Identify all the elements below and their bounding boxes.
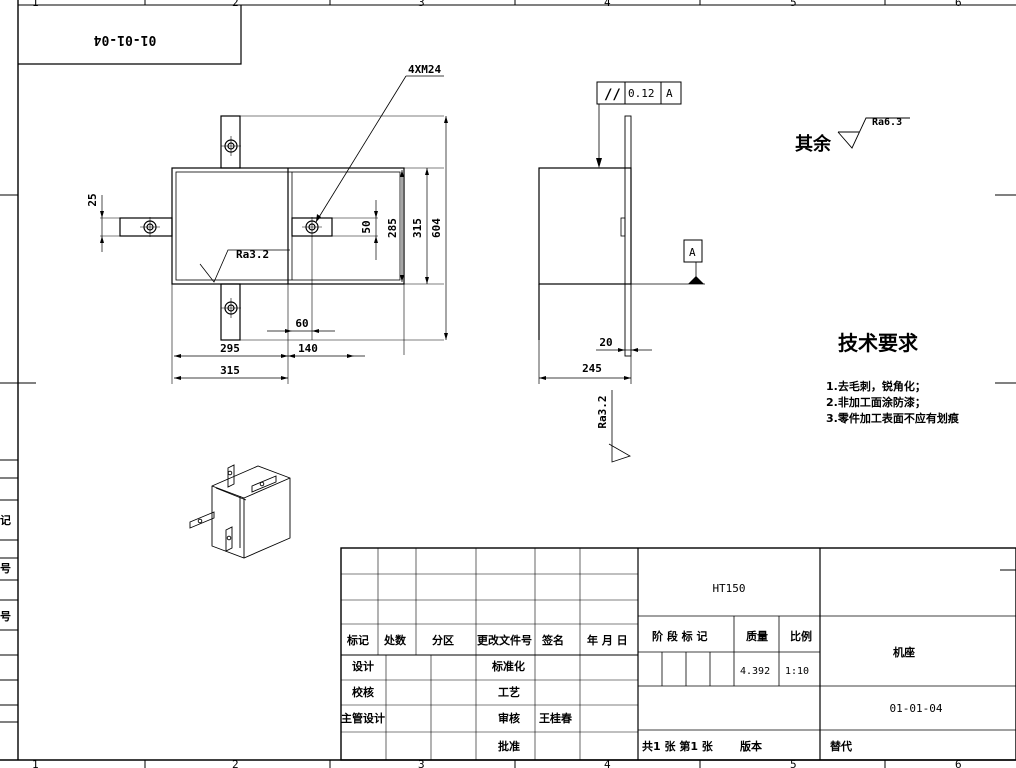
tb-material: HT150 [712, 582, 745, 595]
mirrored-code-box: 01-01-04 [18, 5, 242, 65]
tb-scale-label: 比例 [790, 629, 812, 643]
surface-finish-default: 其余 Ra6.3 [795, 117, 910, 155]
tolerance-value: 0.12 [628, 87, 655, 100]
tech-req-title: 技术要求 [838, 331, 919, 355]
dim-295: 295 [220, 342, 240, 355]
zone-numbers-top: 1 2 3 4 5 6 [32, 0, 962, 9]
tb-replace: 替代 [830, 739, 852, 753]
zone-top-5: 5 [790, 0, 797, 9]
dim-60: 60 [295, 317, 308, 330]
tb-scale: 1:10 [785, 666, 809, 677]
thread-callout: 4XM24 [408, 63, 441, 76]
tb-review: 审核 [498, 711, 520, 725]
zone-bottom-2: 2 [232, 758, 239, 768]
left-strip-labels: 记 号 号 [0, 514, 11, 623]
isometric-view [189, 464, 291, 559]
front-view-dimensions: 25 50 285 315 604 60 295 140 315 4XM24 R… [86, 63, 443, 377]
mirrored-drawing-code: 01-01-04 [94, 32, 157, 47]
zone-top-6: 6 [955, 0, 962, 9]
title-block-text: 标记 处数 分区 更改文件号 签名 年 月 日 设计 标准化 校核 工艺 主管设… [341, 582, 943, 753]
tb-check: 校核 [352, 685, 374, 699]
surface-finish-side: Ra3.2 [596, 395, 609, 428]
dim-285: 285 [386, 218, 399, 238]
zone-top-3: 3 [418, 0, 425, 9]
tb-version: 版本 [740, 739, 762, 753]
surface-finish-prefix: 其余 [795, 133, 832, 155]
left-strip-3: 号 [0, 610, 11, 623]
title-block [340, 547, 1016, 761]
side-view-arrows [539, 158, 704, 380]
dim-245: 245 [582, 362, 602, 375]
side-view-annotations: // 0.12 A A 20 245 Ra3.2 [582, 87, 696, 429]
tb-part-name: 机座 [893, 645, 915, 659]
left-strip-2: 号 [0, 562, 11, 575]
tb-drawing-number: 01-01-04 [890, 702, 943, 715]
front-view [100, 75, 447, 384]
tb-approve: 批准 [498, 739, 520, 753]
tb-sheets: 共1 张 第1 张 [642, 739, 714, 753]
zone-bottom-6: 6 [955, 758, 962, 768]
tb-mass-label: 质量 [746, 629, 768, 643]
dim-50: 50 [360, 220, 373, 233]
front-view-arrows [100, 116, 448, 380]
tb-header-count: 处数 [383, 633, 407, 647]
tolerance-datum: A [666, 87, 673, 100]
tb-header-mark: 标记 [346, 633, 369, 647]
zone-bottom-3: 3 [418, 758, 425, 768]
zone-top-2: 2 [232, 0, 239, 9]
tb-design: 设计 [352, 659, 374, 673]
zone-bottom-1: 1 [32, 758, 39, 768]
zone-bottom-5: 5 [790, 758, 797, 768]
tech-requirements: 技术要求 1.去毛刺，锐角化； 2.非加工面涂防漆； 3.零件加工表面不应有划痕 [826, 331, 960, 425]
dim-20: 20 [599, 336, 612, 349]
dim-140: 140 [298, 342, 318, 355]
datum-label: A [689, 246, 696, 259]
dim-315: 315 [411, 218, 424, 238]
surface-finish-default-value: Ra6.3 [872, 117, 902, 128]
tb-header-doc: 更改文件号 [477, 633, 532, 647]
tb-stage-mark: 阶 段 标 记 [652, 629, 708, 643]
tb-reviewer: 王桂春 [539, 711, 573, 725]
tb-chief: 主管设计 [341, 711, 385, 725]
dim-315-bottom: 315 [220, 364, 240, 377]
left-strip-1: 记 [0, 514, 11, 527]
tb-standard: 标准化 [491, 659, 525, 673]
side-view [538, 81, 705, 463]
tb-header-sign: 签名 [541, 633, 564, 647]
zone-numbers-bottom: 1 2 3 4 5 6 [32, 758, 962, 768]
tb-header-date: 年 月 日 [587, 633, 628, 647]
tech-req-item-1: 1.去毛刺，锐角化； [826, 379, 926, 393]
tb-process: 工艺 [498, 685, 520, 699]
zone-top-1: 1 [32, 0, 39, 9]
surface-finish-front: Ra3.2 [236, 248, 269, 261]
tolerance-symbol: // [604, 87, 621, 103]
dim-25: 25 [86, 193, 99, 206]
zone-bottom-4: 4 [604, 758, 611, 768]
tech-req-item-2: 2.非加工面涂防漆； [826, 395, 926, 409]
zone-top-4: 4 [604, 0, 611, 9]
dim-604: 604 [430, 218, 443, 238]
tb-mass: 4.392 [740, 666, 770, 677]
tb-header-zone: 分区 [432, 633, 454, 647]
tech-req-item-3: 3.零件加工表面不应有划痕 [826, 411, 960, 425]
